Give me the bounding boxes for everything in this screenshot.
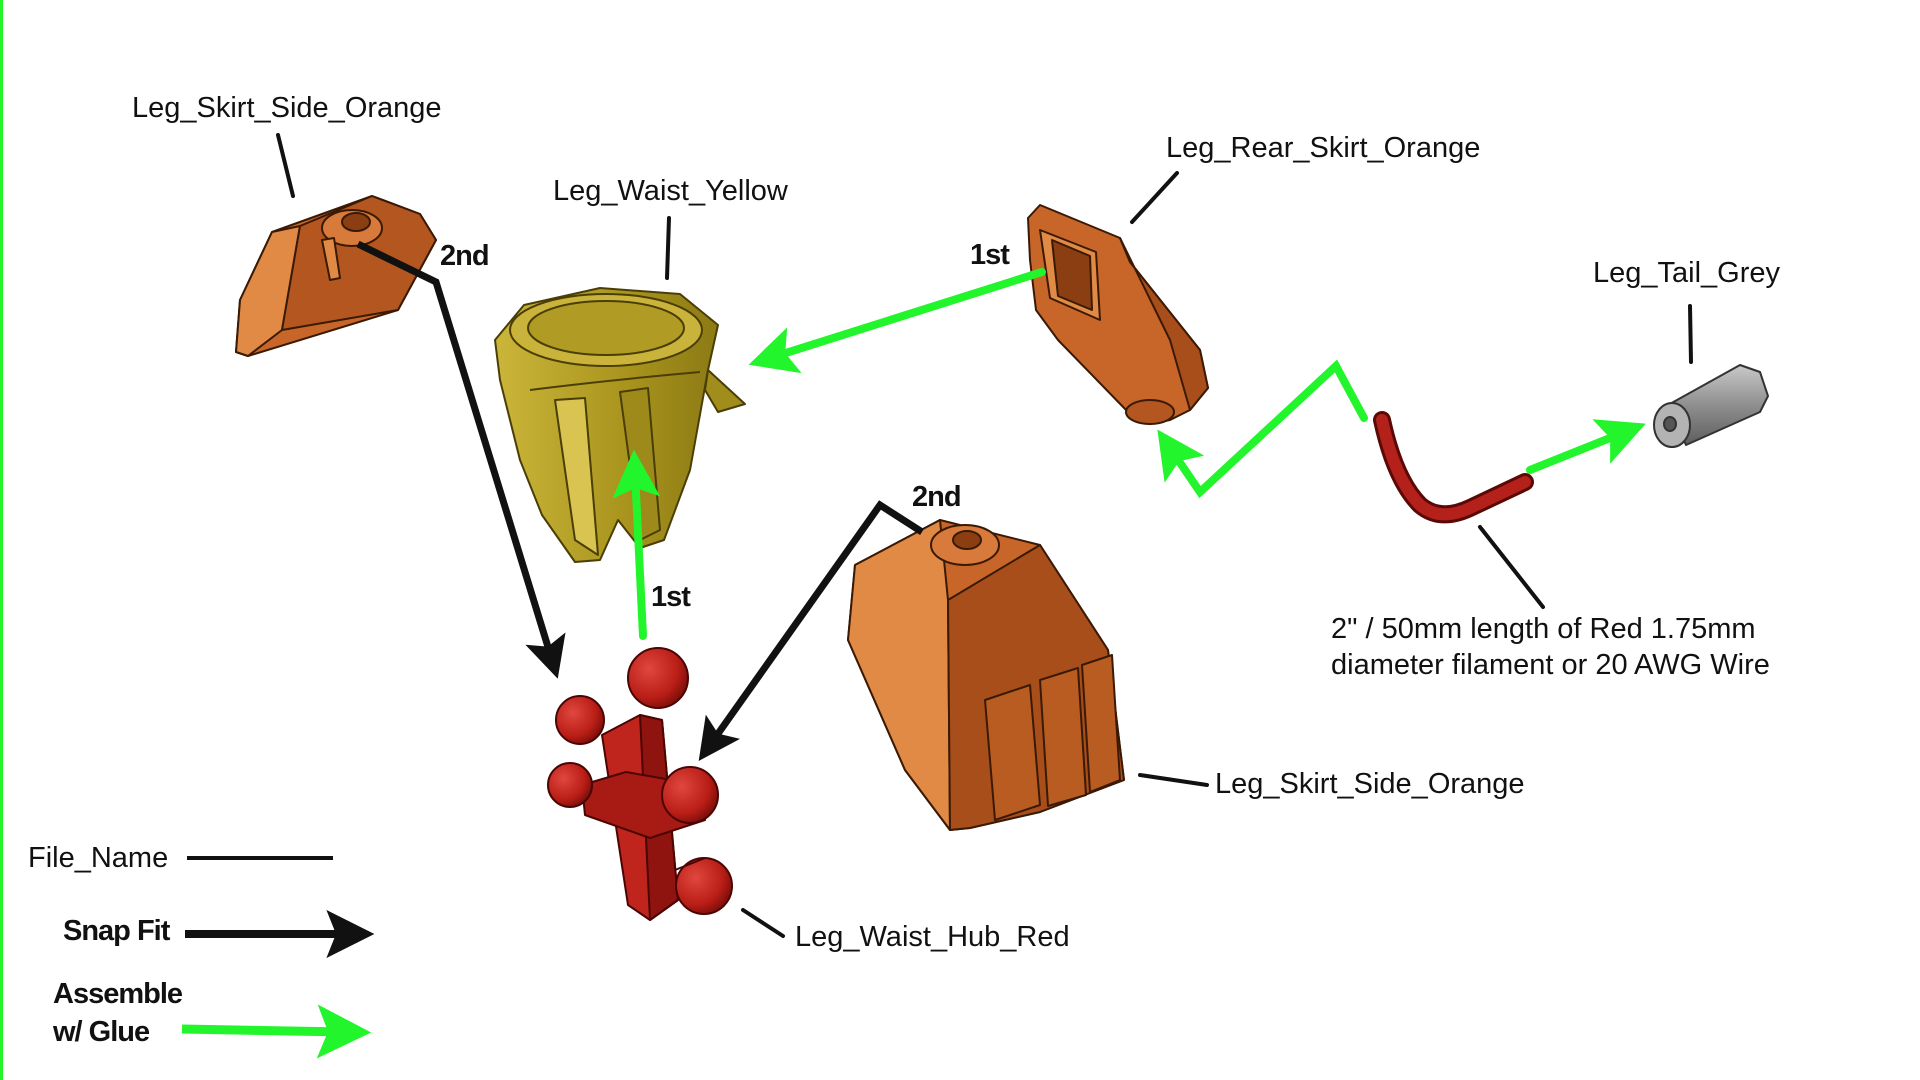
glue-arrow-hub-to-waist xyxy=(612,449,661,640)
red-wire-part xyxy=(1373,411,1534,524)
skirt-side-top-part xyxy=(235,195,437,357)
left-border xyxy=(0,0,3,1080)
waist-yellow-part xyxy=(494,287,746,563)
label-wire-line2: diameter filament or 20 AWG Wire xyxy=(1331,649,1770,681)
step-label-rear-skirt: 1st xyxy=(970,239,1010,271)
glue-arrow-wire-to-rear-skirt xyxy=(1157,359,1368,499)
legend-glue-arrow xyxy=(181,1004,372,1059)
skirt-side-bottom-part xyxy=(847,519,1125,831)
leader-skirt-top xyxy=(276,133,295,198)
step-label-skirt-bottom: 2nd xyxy=(912,481,961,513)
label-skirt-side-bottom: Leg_Skirt_Side_Orange xyxy=(1215,768,1525,800)
label-waist-yellow: Leg_Waist_Yellow xyxy=(553,175,789,207)
step-label-hub-to-waist: 1st xyxy=(651,581,691,613)
leader-hub xyxy=(741,908,785,938)
legend-file-name-label: File_Name xyxy=(28,842,168,874)
leader-wire xyxy=(1478,525,1545,609)
snap-arrow-skirt-bottom-to-hub xyxy=(698,500,924,761)
tail-grey-part xyxy=(1653,364,1769,448)
label-rear-skirt: Leg_Rear_Skirt_Orange xyxy=(1166,132,1480,164)
leader-tail xyxy=(1688,304,1693,364)
legend-glue-label-line2: w/ Glue xyxy=(52,1016,150,1048)
step-label-skirt-top: 2nd xyxy=(440,240,489,272)
leader-lines xyxy=(276,133,1693,938)
label-waist-hub: Leg_Waist_Hub_Red xyxy=(795,921,1070,953)
glue-arrow-rear-skirt-to-waist xyxy=(748,268,1046,374)
leader-skirt-bottom xyxy=(1138,773,1209,787)
snap-arrow-skirt-top-to-hub xyxy=(356,240,566,679)
leader-waist xyxy=(665,216,671,280)
rear-skirt-part xyxy=(1027,204,1209,425)
legend-snap-fit-label: Snap Fit xyxy=(63,915,171,947)
label-wire-line1: 2" / 50mm length of Red 1.75mm xyxy=(1331,613,1756,645)
waist-hub-red-part xyxy=(547,647,733,921)
glue-arrow-wire-to-tail xyxy=(1526,419,1646,474)
snap-fit-arrows xyxy=(356,240,924,761)
legend: File_Name Snap Fit Assemble w/ Glue xyxy=(28,842,375,1059)
glue-arrows xyxy=(612,268,1646,640)
label-tail-grey: Leg_Tail_Grey xyxy=(1593,257,1780,289)
leader-rear-skirt xyxy=(1130,171,1179,224)
legend-glue-label-line1: Assemble xyxy=(53,978,183,1010)
label-skirt-side-top: Leg_Skirt_Side_Orange xyxy=(132,92,442,124)
